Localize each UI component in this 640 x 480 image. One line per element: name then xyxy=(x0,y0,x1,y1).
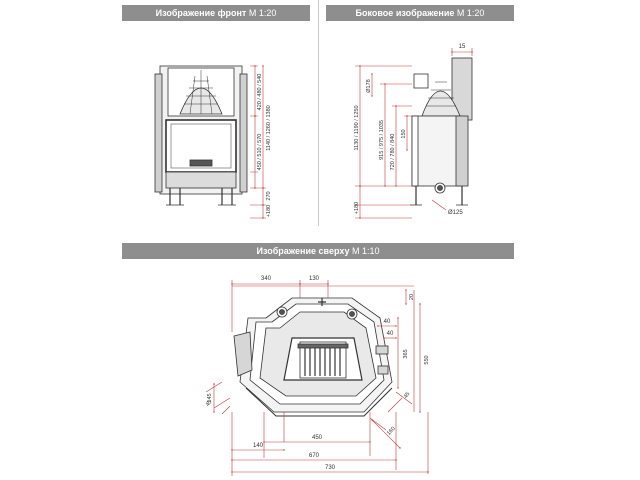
front-view-dimensions xyxy=(250,65,266,219)
front-view-title: Изображение фронт xyxy=(155,8,247,18)
top-dim-140: 140 xyxy=(253,443,264,449)
side-dim-flue-dia: Ø178 xyxy=(366,79,372,92)
top-view-scale: М 1:10 xyxy=(351,246,380,256)
top-dim-365: 365 xyxy=(403,349,409,358)
front-dim-base: 270 xyxy=(266,191,272,200)
front-view-drawing xyxy=(154,65,248,206)
top-dim-130: 130 xyxy=(309,276,320,282)
front-dim-total: 1140 / 1260 / 1380 xyxy=(266,105,272,150)
top-dim-145: 145 xyxy=(207,393,213,402)
side-dim-total: 1130 / 1190 / 1250 xyxy=(354,105,360,150)
top-dim-450: 450 xyxy=(312,435,323,441)
front-view-scale: М 1:20 xyxy=(248,8,277,18)
side-view-dimensions xyxy=(355,48,473,219)
top-dim-45a: 45 xyxy=(205,399,213,407)
side-dim-leg: +180 xyxy=(354,202,360,214)
top-view-header: Изображение сверху М 1:10 xyxy=(122,243,514,259)
top-dim-20: 20 xyxy=(409,294,415,300)
top-dim-45b: 45 xyxy=(403,391,411,399)
top-dim-730: 730 xyxy=(325,465,336,471)
side-dim-a: 915 / 975 / 1035 xyxy=(379,120,385,160)
front-view-header: Изображение фронт М 1:20 xyxy=(122,5,310,21)
side-view-header: Боковое изображение М 1:20 xyxy=(326,5,514,21)
side-view-drawing xyxy=(410,57,473,206)
side-dim-inlet: Ø125 xyxy=(448,210,463,216)
side-view-scale: М 1:20 xyxy=(456,8,485,18)
top-dim-40a: 40 xyxy=(384,319,391,325)
top-dim-670: 670 xyxy=(309,453,320,459)
top-view-drawing xyxy=(233,297,393,417)
top-view-title: Изображение сверху xyxy=(256,246,350,256)
top-view-dimensions xyxy=(205,280,429,476)
top-dim-160: 160 xyxy=(386,426,397,437)
top-dim-550: 550 xyxy=(424,355,430,364)
side-dim-c: 150 xyxy=(401,129,407,138)
side-view-title: Боковое изображение xyxy=(355,8,455,18)
top-dim-40b: 40 xyxy=(387,331,394,337)
view-separator xyxy=(318,0,319,226)
front-dim-leg: +180 xyxy=(266,205,272,217)
side-dim-flue-gap: 15 xyxy=(459,44,466,50)
front-dim-top: 420 / 480 / 540 xyxy=(257,74,263,111)
top-dim-340: 340 xyxy=(261,276,272,282)
side-dim-b: 720 / 780 / 840 xyxy=(390,134,396,171)
front-dim-mid: 450 / 510 / 570 xyxy=(257,134,263,171)
